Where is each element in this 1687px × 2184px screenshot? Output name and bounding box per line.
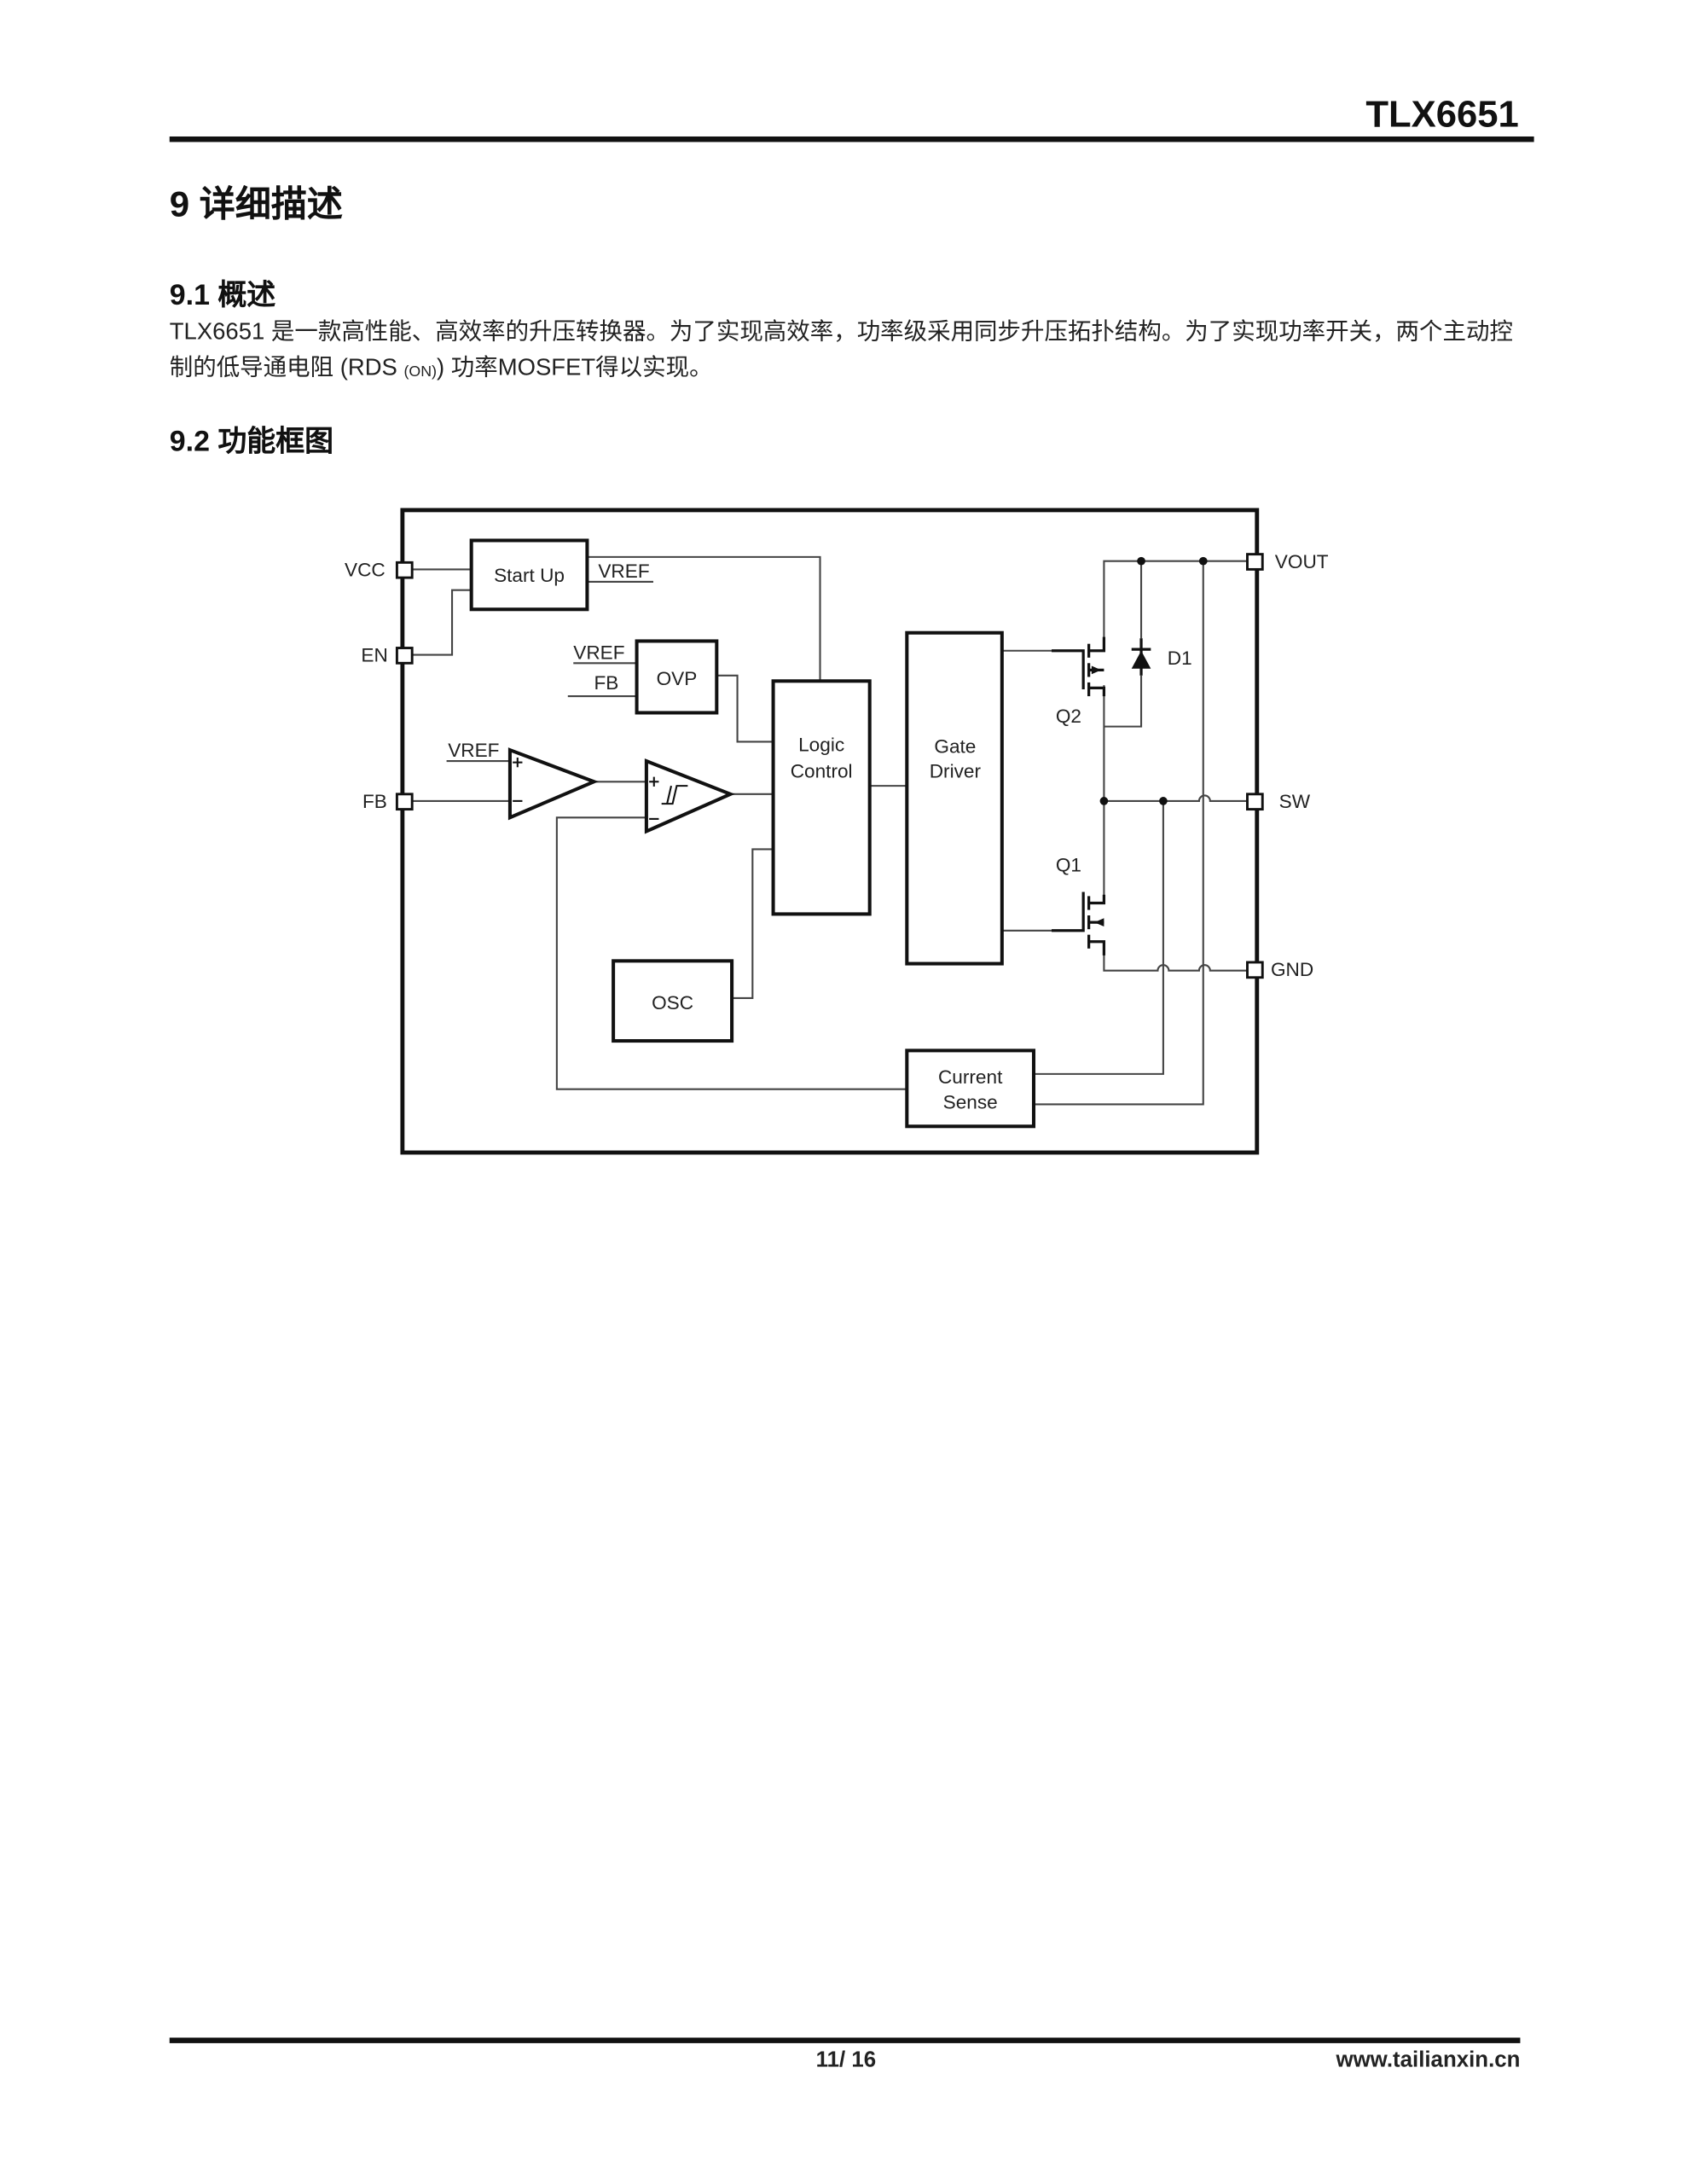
header-rule (169, 136, 1534, 142)
pin-label-gnd: GND (1271, 959, 1313, 980)
section-heading: 9 详细描述 (169, 183, 343, 225)
pin-sw (1246, 793, 1264, 811)
pin-fb (395, 793, 414, 811)
diode-d1-icon (1131, 638, 1151, 676)
logic-label-1: Logic (798, 735, 844, 756)
functional-block-diagram: VCC EN FB VOUT SW GND Start Up VREF VREF… (345, 508, 1329, 1155)
pin-en (395, 647, 414, 665)
mosfet-q2-icon (1052, 636, 1106, 697)
document-title: TLX6651 (1365, 93, 1519, 136)
logic-control-block (771, 679, 872, 916)
overview-paragraph: TLX6651 是一款高性能、高效率的升压转换器。为了实现高效率，功率级采用同步… (170, 314, 1521, 390)
current-sense-label-1: Current (938, 1066, 1003, 1088)
signal-fb-ovp: FB (594, 672, 618, 694)
gate-label-1: Gate (934, 735, 976, 757)
q1-label: Q1 (1056, 854, 1081, 875)
current-sense-block (905, 1048, 1036, 1129)
pin-label-vout: VOUT (1275, 551, 1329, 572)
pin-gnd (1246, 961, 1264, 979)
d1-label: D1 (1168, 648, 1192, 669)
pin-label-sw: SW (1279, 791, 1311, 812)
error-amplifier-icon (507, 747, 599, 821)
gate-label-2: Driver (930, 760, 982, 781)
gate-driver-block (905, 630, 1004, 966)
chip-outline (400, 508, 1260, 1155)
pin-vout (1246, 553, 1264, 571)
overview-text: TLX6651 是一款高性能、高效率的升压转换器。为了实现高效率，功率级采用同步… (169, 318, 1513, 381)
pin-label-vcc: VCC (345, 559, 386, 580)
logic-label-2: Control (791, 760, 853, 781)
ovp-block (635, 639, 719, 715)
comparator-icon (644, 758, 735, 834)
footer-rule (169, 2037, 1521, 2043)
startup-block (469, 538, 589, 612)
pin-label-fb: FB (362, 791, 387, 812)
subscript-on: (ON) (403, 363, 437, 381)
osc-label: OSC (652, 992, 693, 1014)
signal-vref-startup: VREF (598, 561, 649, 582)
osc-block (612, 959, 734, 1043)
startup-label: Start Up (494, 565, 565, 586)
signal-vref-amp: VREF (448, 740, 499, 761)
pin-label-en: EN (361, 645, 387, 666)
pin-vcc (395, 561, 414, 579)
mosfet-q1-icon (1052, 892, 1106, 956)
footer-url[interactable]: www.tailianxin.cn (1336, 2048, 1521, 2072)
block-diagram-heading: 9.2 功能框图 (169, 426, 334, 458)
signal-vref-ovp: VREF (573, 642, 624, 663)
overview-text-end: ) 功率MOSFET得以实现。 (436, 354, 713, 381)
page-number: 11/ 16 (815, 2048, 877, 2072)
ovp-label: OVP (657, 668, 698, 689)
overview-heading: 9.1 概述 (169, 280, 276, 312)
q2-label: Q2 (1056, 706, 1081, 727)
current-sense-label-2: Sense (943, 1091, 998, 1112)
